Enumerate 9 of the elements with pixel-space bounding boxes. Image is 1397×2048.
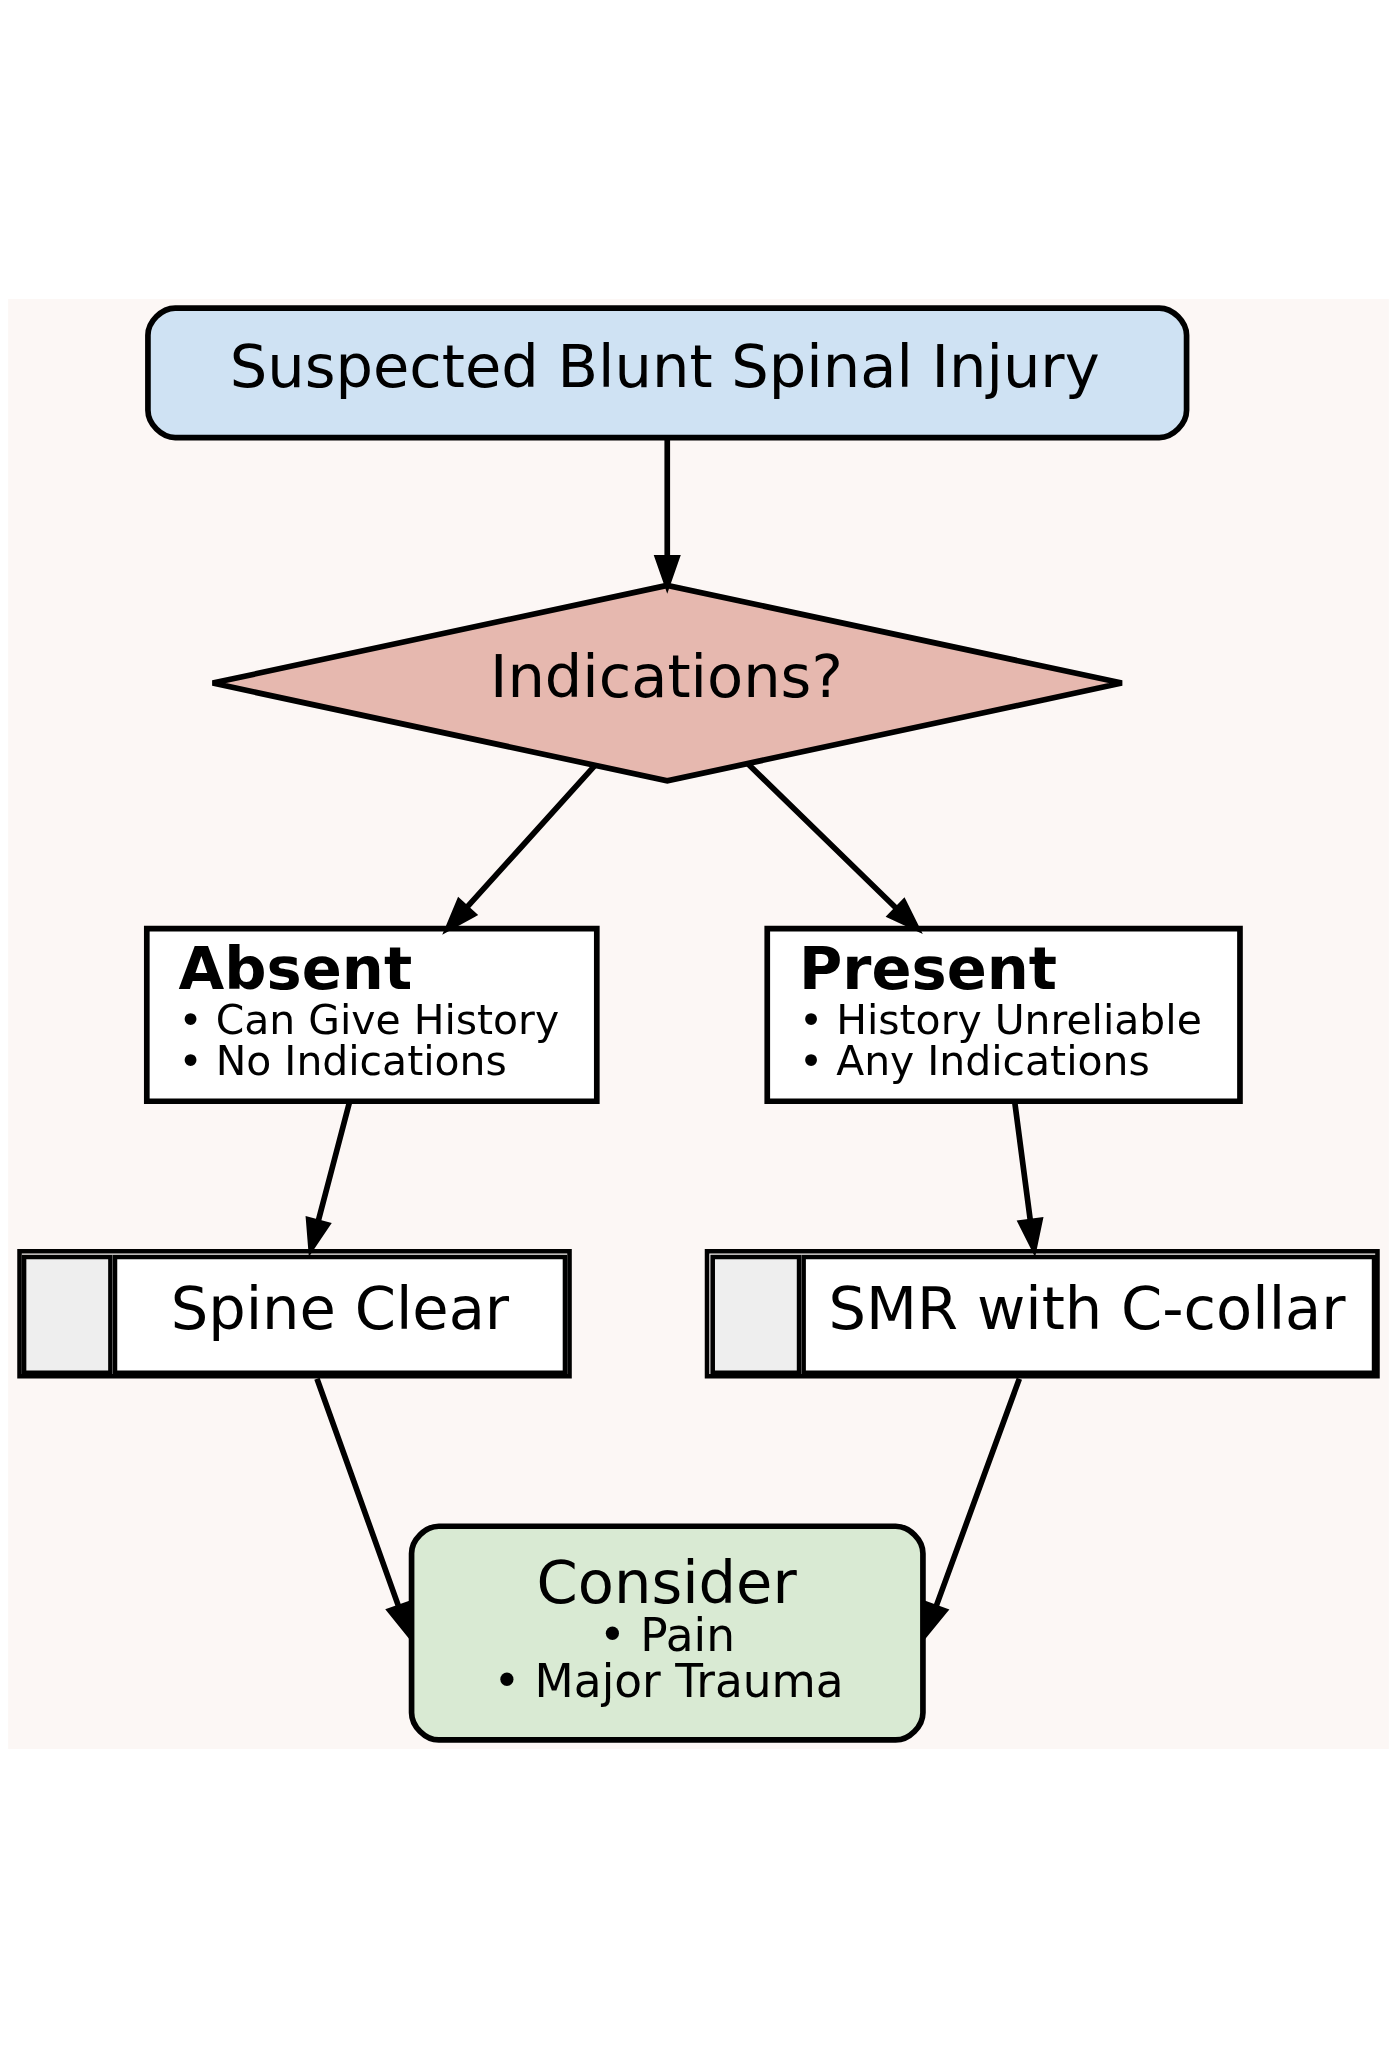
node-diamond: Indications?	[209, 582, 1125, 784]
node-box: Consider • Pain • Major Trauma	[408, 1523, 926, 1743]
node-box: Absent • Can Give History • No Indications	[143, 925, 600, 1105]
node-box: Suspected Blunt Spinal Injury	[145, 305, 1190, 441]
arrow	[314, 1377, 412, 1642]
arrow	[653, 437, 681, 594]
arrow	[923, 1377, 1022, 1642]
arrow	[1011, 1101, 1044, 1258]
node-box: Present • History Unreliable • Any Indications	[764, 925, 1243, 1105]
